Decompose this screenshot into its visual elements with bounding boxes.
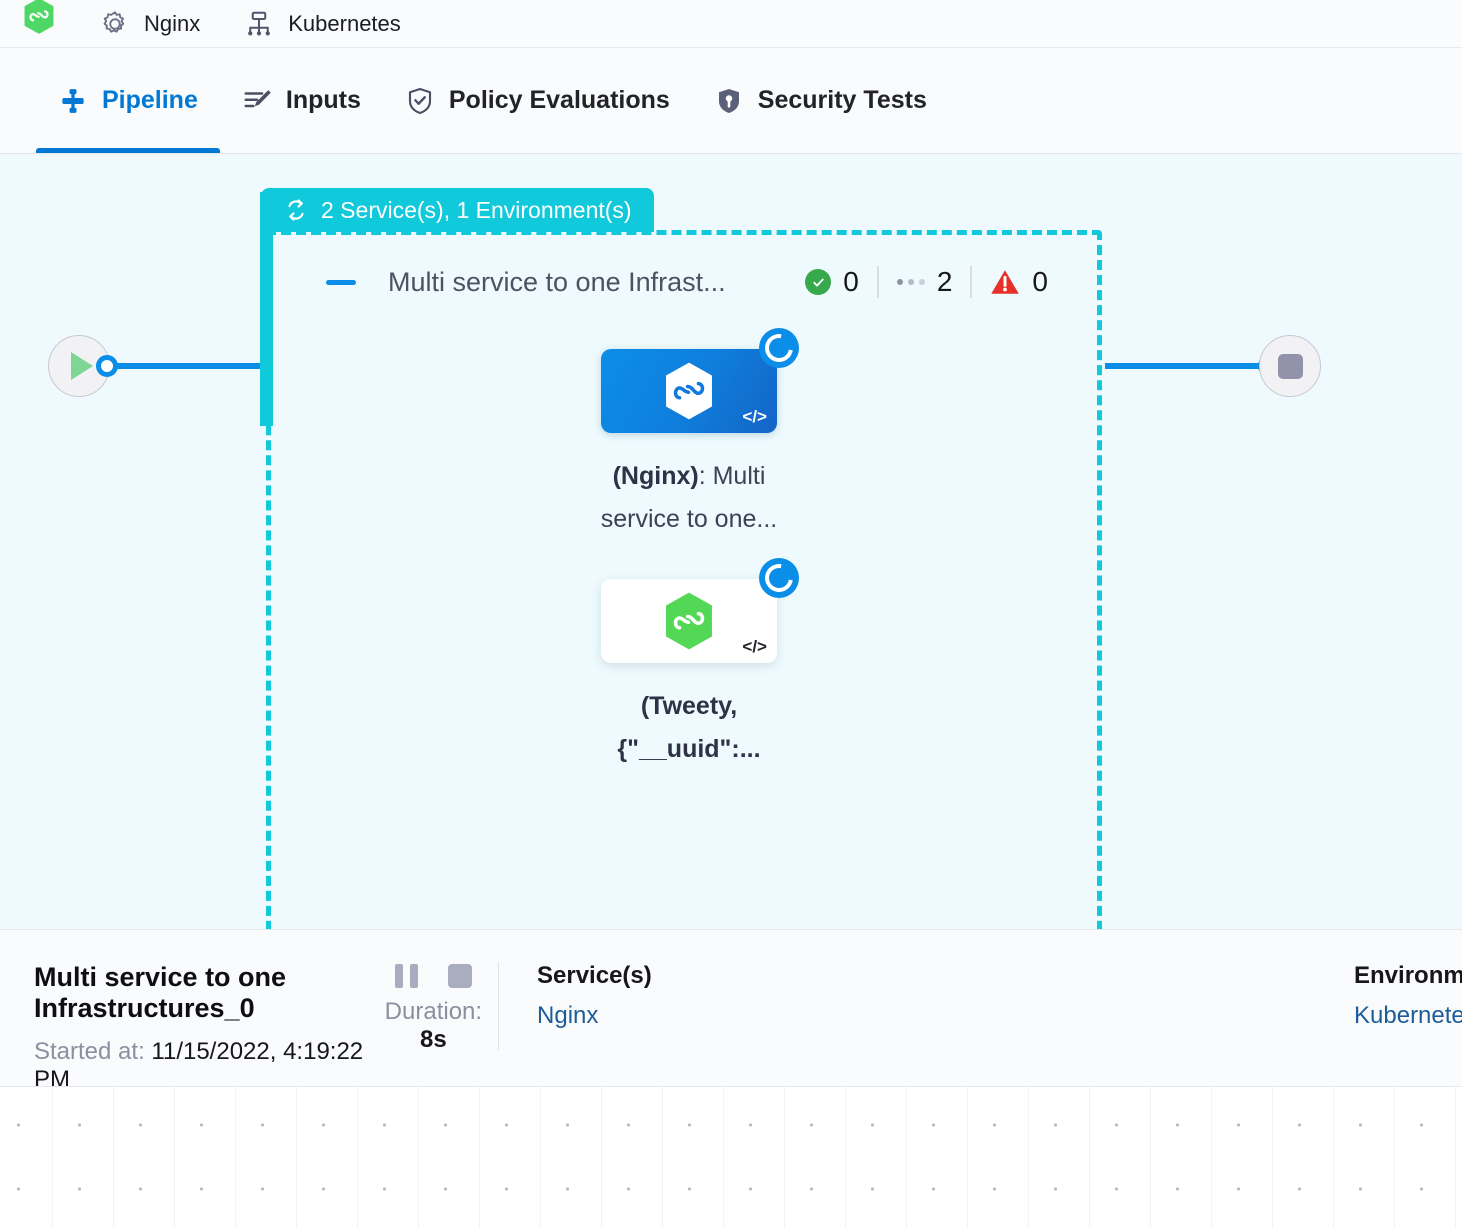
tab-bar: Pipeline Inputs Policy Evaluations Secur… [0, 48, 1462, 154]
stage-status-counts: 0 2 0 [787, 266, 1066, 298]
stage-header: Multi service to one Infrast... 0 2 0 [326, 266, 1066, 298]
stage-title: Multi service to one Infrast... [388, 266, 726, 297]
detail-duration: Duration: 8s [369, 962, 498, 1054]
running-spinner-icon [759, 558, 799, 598]
tab-pipeline[interactable]: Pipeline [36, 48, 220, 153]
gear-icon [103, 10, 125, 33]
tab-policy-evaluations[interactable]: Policy Evaluations [383, 48, 692, 153]
tab-label: Security Tests [757, 86, 927, 114]
tab-label: Inputs [285, 86, 361, 114]
pipeline-canvas[interactable]: 2 Service(s), 1 Environment(s) Multi ser… [0, 154, 1462, 929]
detail-services-column: Service(s) Nginx [537, 962, 797, 1030]
loop-repeat-icon [288, 199, 304, 221]
detail-divider [497, 962, 500, 1050]
harness-hexagon-logo [24, 0, 54, 34]
service-node-label-bold: (Nginx) [612, 462, 699, 490]
stop-icon[interactable] [447, 964, 472, 988]
breadcrumb-label: Nginx [144, 10, 201, 36]
service-node-label-bold: (Tweety, {"__uuid":... [617, 692, 761, 763]
breadcrumb-item-logo[interactable] [0, 0, 78, 35]
group-dashed-box [266, 230, 1102, 929]
service-node-nginx[interactable]: </> (Nginx): Multi service to one... [601, 328, 804, 541]
breadcrumb-strip: Nginx Kubernetes [0, 0, 1462, 48]
started-at: Started at: 11/15/2022, 4:19:22 PM [34, 1038, 369, 1086]
count-value: 0 [1032, 266, 1048, 297]
duration-text: Duration: 8s [369, 998, 498, 1054]
environment-link-kubernetes[interactable]: Kubernetes [1354, 1002, 1462, 1029]
count-value: 0 [843, 266, 859, 297]
count-running: 2 [876, 266, 971, 298]
tab-security-tests[interactable]: Security Tests [692, 48, 949, 153]
service-node-tweety[interactable]: </> (Tweety, {"__uuid":... [601, 558, 804, 771]
group-header-pill[interactable]: 2 Service(s), 1 Environment(s) [261, 188, 654, 232]
environments-heading: Environment(s) [1354, 962, 1462, 989]
canvas-grid-background [0, 1086, 1462, 1228]
code-brackets-icon: </> [742, 407, 767, 426]
playback-controls [369, 964, 498, 988]
stop-icon [1277, 353, 1303, 379]
play-icon [70, 352, 93, 380]
detail-left: Multi service to one Infrastructures_0 S… [0, 962, 369, 1086]
connector-wire-right [1105, 363, 1265, 369]
service-node-card[interactable]: </> [601, 558, 799, 663]
tab-label: Policy Evaluations [448, 86, 670, 114]
count-warning: 0 [970, 266, 1066, 298]
breadcrumb-item-kubernetes[interactable]: Kubernetes [222, 9, 423, 39]
started-at-value: 11/15/2022, 4:19:22 PM [34, 1038, 364, 1086]
success-check-icon [805, 269, 832, 295]
tab-label: Pipeline [102, 86, 198, 114]
inputs-icon [244, 89, 271, 107]
breadcrumb-item-nginx[interactable]: Nginx [78, 9, 222, 39]
group-header-label: 2 Service(s), 1 Environment(s) [321, 196, 632, 223]
duration-label: Duration: [384, 998, 483, 1025]
harness-hexagon-logo-white [666, 362, 712, 420]
start-connector-dot [96, 355, 118, 377]
execution-detail-panel: Multi service to one Infrastructures_0 S… [0, 929, 1462, 1086]
warning-triangle-icon [991, 270, 1020, 294]
service-node-label: (Nginx): Multi service to one... [574, 455, 804, 541]
started-at-label: Started at: [34, 1038, 145, 1065]
service-node-label: (Tweety, {"__uuid":... [574, 685, 804, 771]
services-heading: Service(s) [537, 962, 652, 989]
page-title: Multi service to one Infrastructures_0 [34, 962, 287, 1023]
minus-icon[interactable] [326, 279, 356, 285]
running-spinner-icon [759, 328, 799, 368]
tab-inputs[interactable]: Inputs [220, 48, 383, 153]
shield-check-icon [408, 87, 431, 114]
code-brackets-icon: </> [742, 637, 767, 656]
service-node-card[interactable]: </> [601, 328, 799, 433]
service-link-nginx[interactable]: Nginx [537, 1002, 599, 1029]
connector-wire-left [116, 363, 264, 369]
count-value: 2 [936, 266, 953, 297]
pipeline-end-node[interactable] [1259, 335, 1321, 397]
kubernetes-icon [248, 11, 271, 35]
running-dots-icon [896, 279, 925, 285]
count-success: 0 [787, 266, 877, 298]
service-node-label-rest: : Multi service to one... [600, 462, 778, 533]
breadcrumb-label: Kubernetes [288, 10, 401, 36]
harness-hexagon-logo-green [666, 592, 712, 650]
shield-lock-icon [718, 88, 739, 113]
detail-environments-column: Environment(s) Kubernetes [1354, 962, 1462, 1030]
pause-icon[interactable] [394, 964, 418, 988]
pipeline-icon [62, 88, 84, 113]
duration-value: 8s [420, 1026, 447, 1053]
